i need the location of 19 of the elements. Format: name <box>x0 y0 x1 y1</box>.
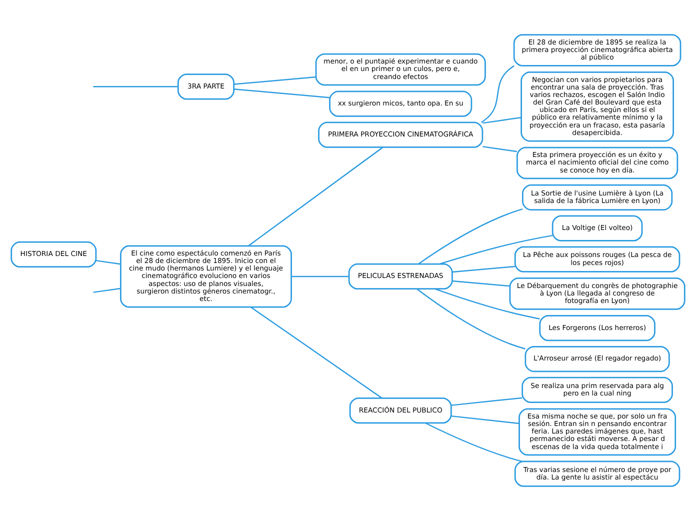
connector <box>93 86 178 87</box>
connector <box>452 280 510 286</box>
connector <box>451 396 522 406</box>
connector <box>439 234 553 264</box>
connector <box>234 88 330 98</box>
connector <box>234 76 316 84</box>
connector <box>250 306 382 398</box>
connector <box>482 145 517 152</box>
connector <box>482 116 522 124</box>
connector <box>93 287 121 292</box>
connector <box>434 288 540 319</box>
connector <box>96 259 121 264</box>
connector <box>418 208 523 264</box>
connector <box>481 64 514 122</box>
connector <box>452 265 516 272</box>
connector <box>291 275 349 277</box>
connector <box>248 146 384 246</box>
connector <box>416 288 526 349</box>
connector <box>451 414 520 424</box>
